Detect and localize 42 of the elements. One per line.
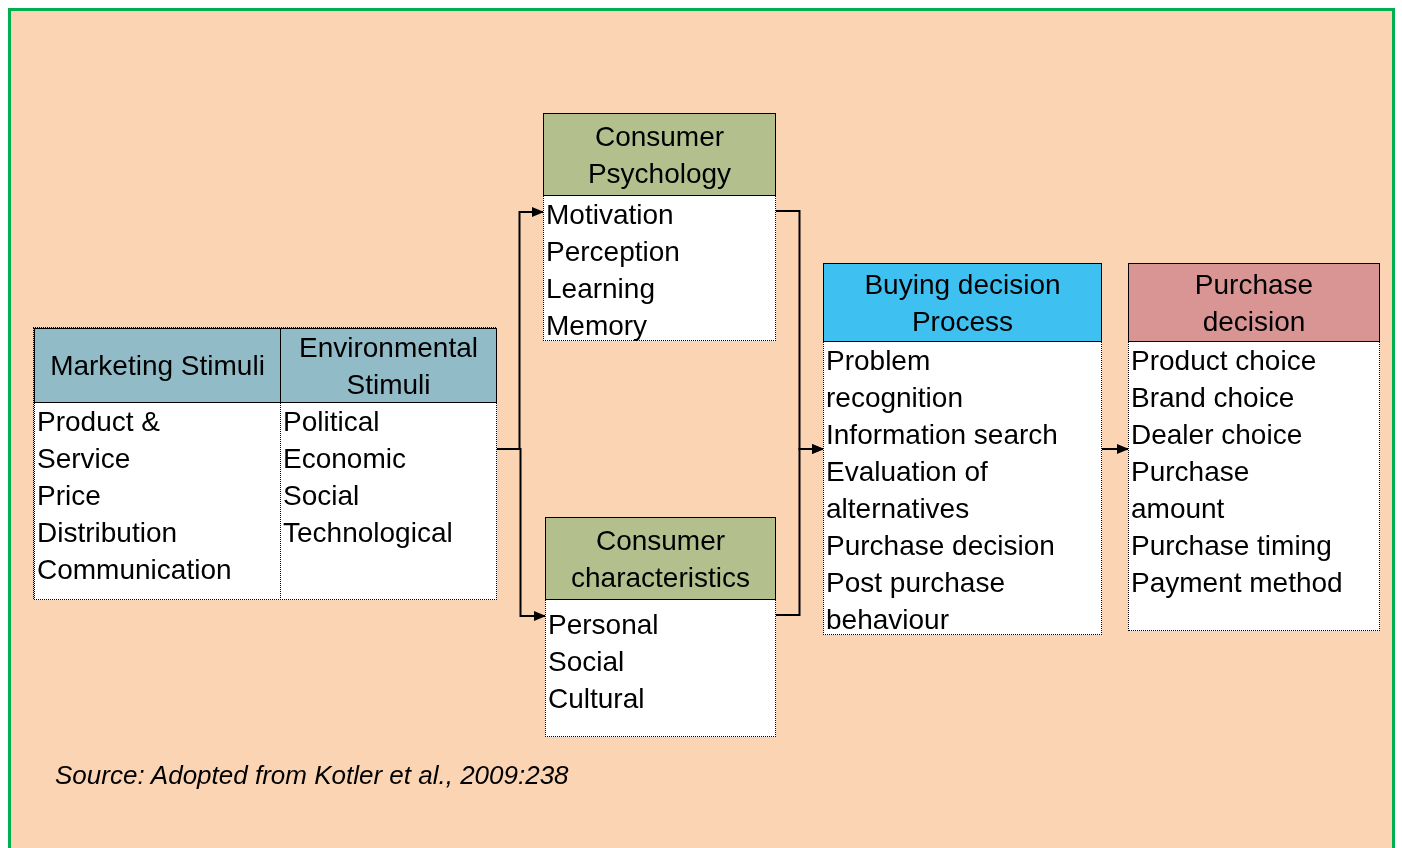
caption: Source: Adopted from Kotler et al., 2009:238 (55, 760, 569, 791)
category-box (1128, 263, 1380, 631)
list-item: Product & Service (37, 405, 161, 476)
list-item: Economic (283, 442, 407, 476)
connector-arrow (775, 444, 824, 616)
category-box (543, 113, 776, 341)
list-item: Personal (548, 608, 660, 642)
list-item: Perception (546, 235, 681, 269)
heading: Consumer Psychology (543, 113, 776, 196)
list-item: Memory (546, 309, 649, 343)
list-item: Motivation (546, 198, 675, 232)
heading: Environmental Stimuli (280, 328, 497, 403)
category-box (823, 263, 1102, 635)
list-item: Information search (826, 418, 1059, 452)
category-box (280, 328, 497, 600)
list-item: Purchase decision (826, 529, 1056, 563)
list-item: Social (283, 479, 361, 513)
list-item: Distribution (37, 516, 179, 550)
list-item: Price (37, 479, 102, 513)
heading: Buying decision Process (823, 263, 1102, 342)
list-item: Technological (283, 516, 454, 550)
list-item: Social (548, 645, 626, 679)
list-item: Problem recognition (826, 344, 964, 415)
list-item: Brand choice (1131, 381, 1296, 415)
list-item: Cultural (548, 682, 646, 716)
list-item: Purchase amount (1131, 455, 1251, 526)
list-item: Political (283, 405, 381, 439)
connector-arrow (1101, 444, 1129, 454)
list-item: Post purchase behaviour (826, 566, 1006, 637)
list-item: Payment method (1131, 566, 1344, 600)
list-item: Product choice (1131, 344, 1318, 378)
heading: Consumer characteristics (545, 517, 776, 600)
category-box (545, 517, 776, 737)
list-item: Communication (37, 553, 233, 587)
list-item: Learning (546, 272, 656, 306)
list-item: Purchase timing (1131, 529, 1333, 563)
table-box (33, 327, 496, 599)
category-box (34, 328, 281, 600)
list-item: Evaluation of alternatives (826, 455, 989, 526)
heading: Marketing Stimuli (34, 328, 281, 403)
heading: Purchase decision (1128, 263, 1380, 342)
list-item: Dealer choice (1131, 418, 1304, 452)
